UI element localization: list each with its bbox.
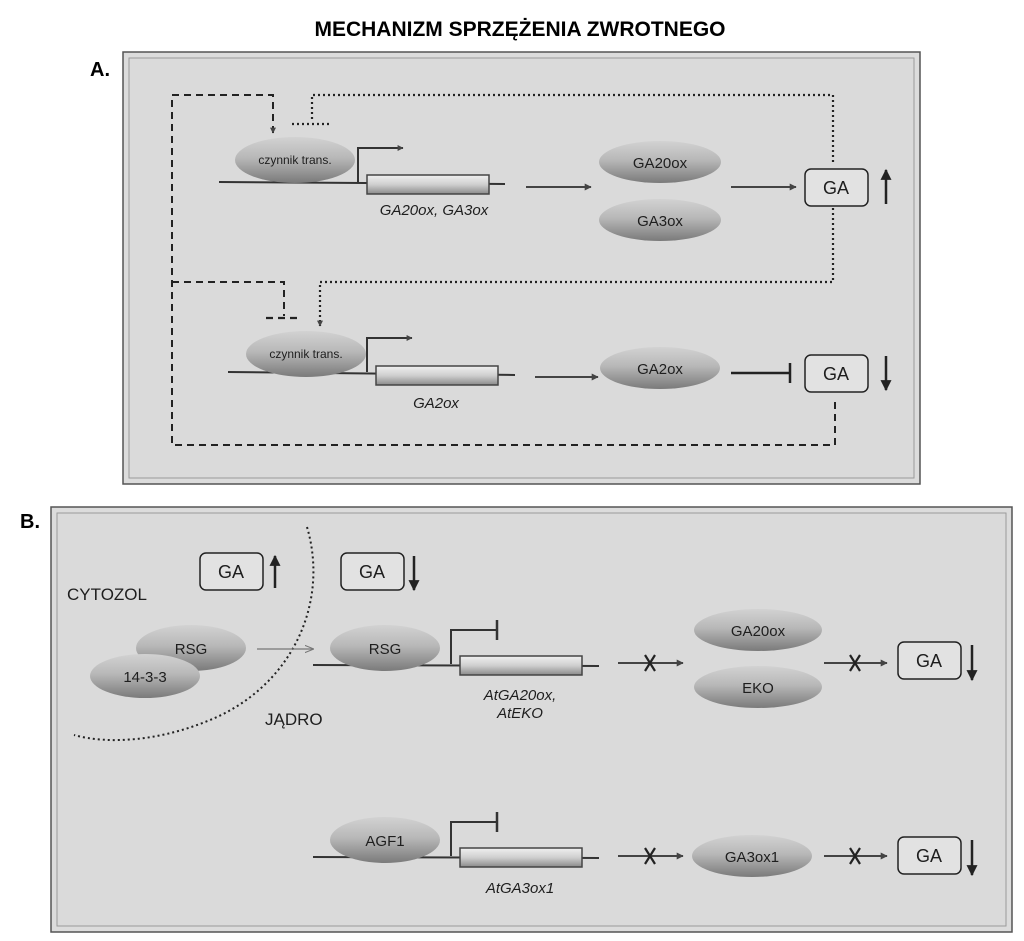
ga-box-b-bottom <box>897 836 962 875</box>
ga-label-cytosol: GA <box>218 562 244 582</box>
inhibition-line-bottom <box>172 281 285 316</box>
rsg-cytosol-label: RSG <box>175 641 208 658</box>
tss-arrow-bottom <box>366 335 413 372</box>
enzyme-ga20ox <box>599 141 721 183</box>
block-x-1 <box>644 654 656 672</box>
rsg-nucleus-label: RSG <box>369 641 402 658</box>
ga-label-bottom: GA <box>823 364 849 384</box>
enzyme-b-ga20ox-label: GA20ox <box>731 623 786 640</box>
gene-label-top: GA20ox, GA3ox <box>380 202 489 219</box>
transcription-factor-top <box>235 137 355 183</box>
enzyme-eko-label: EKO <box>742 680 774 697</box>
gene-box-top <box>366 174 490 195</box>
gene-label-bottom: GA2ox <box>413 395 459 412</box>
gene-label-b-top-2: AtEKO <box>496 705 543 722</box>
dotted-activation-bottom <box>317 208 835 327</box>
block-x-4 <box>849 847 861 865</box>
ga-box-bottom <box>804 354 869 393</box>
tf-label-top: czynnik trans. <box>258 153 331 167</box>
transcription-factor-bottom <box>246 331 366 377</box>
nucleus-label: JĄDRO <box>265 710 323 729</box>
tss-repressed-bottom <box>450 821 497 856</box>
block-x-3 <box>644 847 656 865</box>
block-x-2 <box>849 654 861 672</box>
negative-feedback-loop <box>171 94 836 446</box>
ga-label-b-top: GA <box>916 651 942 671</box>
enzyme-b-ga20ox <box>694 609 822 651</box>
enzyme-eko <box>694 666 822 708</box>
tss-repressed-top <box>450 629 497 664</box>
tf-label-bottom: czynnik trans. <box>269 347 342 361</box>
enzyme-ga3ox1 <box>692 835 812 877</box>
gene-label-b-bottom: AtGA3ox1 <box>485 880 554 897</box>
ga-label-b-bottom: GA <box>916 846 942 866</box>
ga-box-nucleus <box>340 552 405 591</box>
gene-box-b-top <box>459 655 583 676</box>
ga-label-top: GA <box>823 178 849 198</box>
dotted-inhibition-top <box>310 93 835 162</box>
panel-a: GA20ox, GA3ox czynnik trans. GA20ox GA3o… <box>122 51 921 485</box>
panel-b: GA GA CYTOZOL JĄDRO RSG 14-3-3 RSG AtGA2… <box>50 506 1013 933</box>
protein-14-3-3-label: 14-3-3 <box>123 669 166 686</box>
agf1-label: AGF1 <box>365 833 404 850</box>
ga-box-top <box>804 168 869 207</box>
enzyme-ga3ox <box>599 199 721 241</box>
ga-box-cytosol <box>199 552 264 591</box>
gene-box-b-bottom <box>459 847 583 868</box>
page-title: MECHANIZM SPRZĘŻENIA ZWROTNEGO <box>314 18 725 41</box>
protein-14-3-3 <box>90 654 200 698</box>
cytosol-label: CYTOZOL <box>67 585 147 604</box>
panel-b-label: B. <box>20 511 40 533</box>
enzyme-ga20ox-label: GA20ox <box>633 155 688 172</box>
ga-label-nucleus: GA <box>359 562 385 582</box>
gene-label-b-top-1: AtGA20ox, <box>483 687 557 704</box>
rsg-nucleus <box>330 625 440 671</box>
panel-a-label: A. <box>90 59 110 81</box>
agf1 <box>330 817 440 863</box>
ga-box-b-top <box>897 641 962 680</box>
tss-arrow-top <box>357 145 404 182</box>
enzyme-ga2ox-label: GA2ox <box>637 361 683 378</box>
nuclear-membrane <box>73 526 315 742</box>
enzyme-ga3ox-label: GA3ox <box>637 213 683 230</box>
enzyme-ga2ox <box>600 347 720 389</box>
panel-a-inner <box>128 57 915 479</box>
enzyme-ga3ox1-label: GA3ox1 <box>725 849 779 866</box>
gene-box-bottom <box>375 365 499 386</box>
